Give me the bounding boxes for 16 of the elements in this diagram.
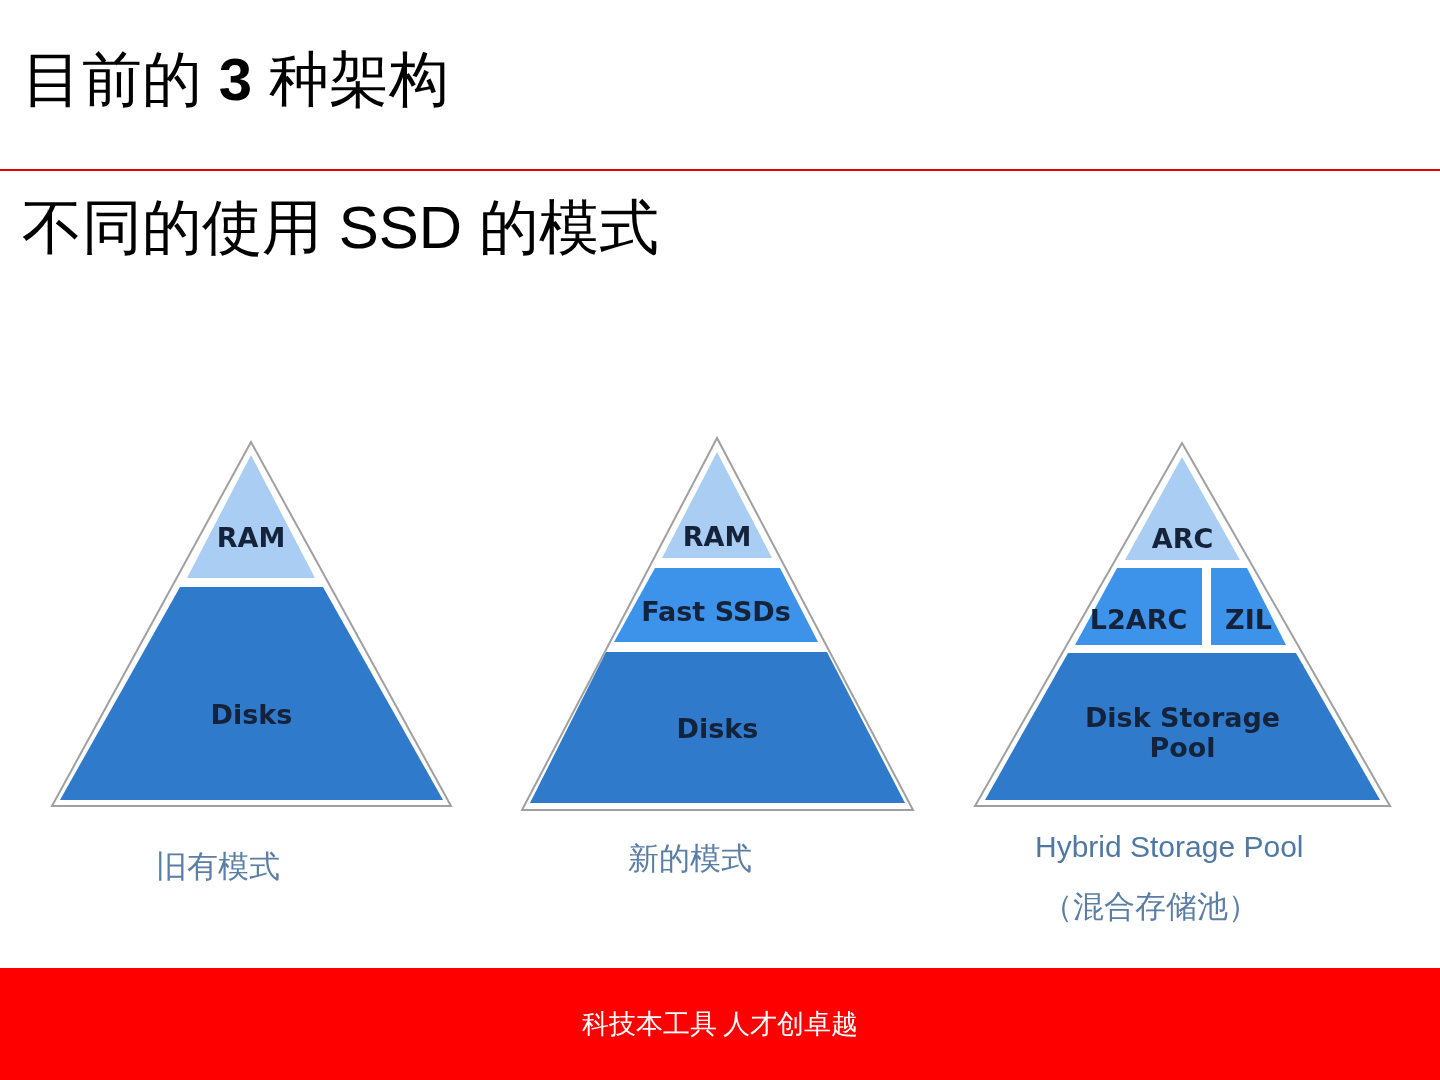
pyramid-layer: Disks xyxy=(530,652,905,803)
pyramid-layer: RAM xyxy=(187,455,315,578)
pyramid-layer: L2ARC xyxy=(1075,568,1202,645)
pyramid-layer: Fast SSDs xyxy=(614,568,818,642)
pyramid-caption: （混合存储池） xyxy=(1042,888,1259,926)
footer-slogan: 科技本工具 人才创卓越 xyxy=(580,1008,860,1041)
pyramid-caption: 新的模式 xyxy=(628,840,752,878)
pyramid-caption: 旧有模式 xyxy=(156,848,280,886)
pyramid-layer: ARC xyxy=(1125,457,1240,560)
slide-subtitle: 不同的使用 SSD 的模式 xyxy=(22,193,659,263)
pyramid-layer: Disks xyxy=(60,587,443,800)
pyramid-layer: Disk Storage Pool xyxy=(985,653,1380,800)
pyramid-caption: Hybrid Storage Pool xyxy=(1035,830,1304,864)
pyramid-layer: RAM xyxy=(662,452,772,558)
slide-title: 目前的 3 种架构 xyxy=(22,45,449,115)
pyramid-layer: ZIL xyxy=(1211,568,1286,645)
